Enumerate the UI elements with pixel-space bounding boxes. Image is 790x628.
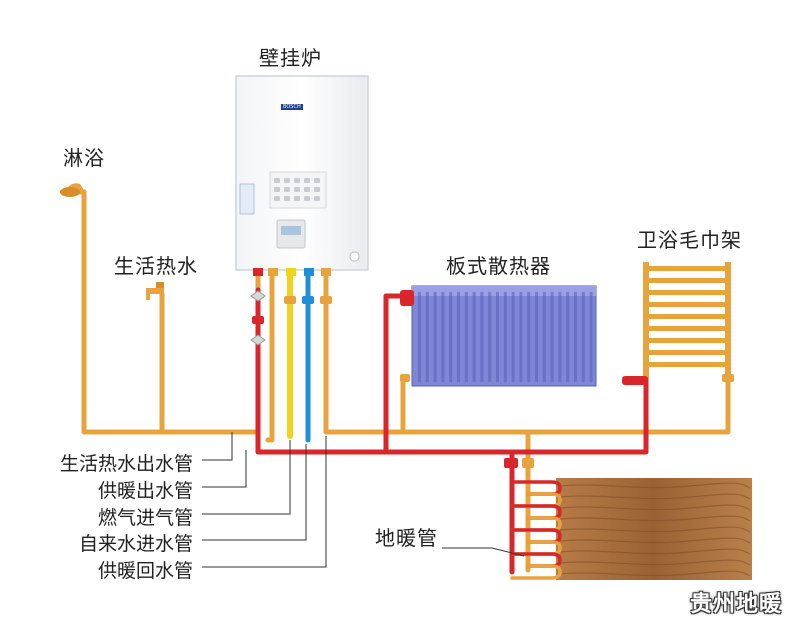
towel-rack-bar [646, 338, 728, 343]
keypad-key [294, 178, 300, 183]
keypad-key [314, 178, 320, 183]
radiator-fin [480, 292, 484, 382]
legend-hot-water-outlet: 生活热水出水管 [59, 453, 193, 475]
floor-heating-label: 地暖管 [375, 526, 438, 550]
keypad-key [314, 187, 320, 192]
radiator-label: 板式散热器 [446, 254, 551, 278]
radiator-fin [457, 292, 460, 382]
hot-water-label: 生活热水 [114, 254, 198, 278]
floor-heating-coil [510, 564, 562, 580]
wood-grain-line [559, 515, 751, 522]
wood-grain-line [559, 537, 751, 544]
floor-heating-coil [510, 480, 562, 496]
radiator-fin [581, 292, 585, 382]
legend-heating-return: 供暖回水管 [97, 560, 193, 582]
towel-rack-bar [646, 278, 728, 283]
radiator-fin [503, 292, 507, 382]
radiator-fin [558, 292, 562, 382]
radiator-fin [589, 292, 593, 382]
radiator-fin [433, 292, 437, 382]
keypad-key [274, 178, 280, 183]
keypad-key [284, 196, 290, 201]
keypad-key [274, 187, 280, 192]
boiler-label: 壁挂炉 [259, 46, 322, 70]
radiator-fin [511, 292, 515, 382]
radiator-fin [550, 292, 554, 382]
boiler-valves [250, 268, 332, 346]
radiator-fin [574, 292, 577, 382]
radiator-fin [527, 292, 531, 382]
towel-rack-bar [646, 314, 728, 319]
keypad-key [304, 196, 310, 201]
legend-gas-inlet: 燃气进气管 [97, 507, 193, 529]
pipes [75, 189, 731, 575]
radiator-fin [496, 292, 499, 382]
watermark: 贵州地暖 [689, 592, 782, 617]
wood-grain-line [559, 570, 751, 577]
radiator-fin [566, 292, 570, 382]
radiator-fin [418, 292, 421, 382]
wood-grain-line [559, 559, 751, 566]
radiator-fin [464, 292, 468, 382]
radiator-fin [441, 292, 445, 382]
radiator-fin [488, 292, 492, 382]
radiator-fin [472, 292, 476, 382]
towel-rack-bar [646, 290, 728, 295]
towel-rack-bar [646, 326, 728, 331]
panel-radiator [400, 285, 597, 387]
hot-water-pipe [81, 189, 261, 435]
floor-heating [504, 458, 752, 580]
towel-rack-bar [646, 350, 728, 355]
floor-heating-coil [510, 504, 562, 520]
legend-heating-supply: 供暖出水管 [97, 480, 193, 502]
floor-heating-coil [510, 528, 562, 544]
radiator-fin [535, 292, 538, 382]
floor-heating-coil [510, 492, 562, 508]
floor-heating-coil [510, 516, 562, 532]
shower-label: 淋浴 [63, 146, 105, 170]
shower-head-icon [60, 183, 84, 197]
floor-heating-coil [510, 540, 562, 556]
keypad-key [294, 196, 300, 201]
radiator-fin [542, 292, 546, 382]
keypad-key [274, 196, 280, 201]
towel-rack-bar [646, 302, 728, 307]
keypad-key [304, 187, 310, 192]
heating-return-pipe [255, 287, 649, 455]
towel-rack-label: 卫浴毛巾架 [637, 228, 742, 252]
wood-grain-line [559, 526, 751, 533]
heating-supply-pipe [265, 269, 275, 443]
keypad-key [304, 178, 310, 183]
heating-return-radiator [383, 293, 409, 455]
boiler-brand-logo: BOSCH [281, 104, 303, 110]
wood-grain-line [559, 548, 751, 555]
radiator-fin [519, 292, 523, 382]
keypad-key [294, 187, 300, 192]
legend-leaders [202, 432, 525, 568]
keypad-key [314, 196, 320, 201]
towel-rack-bar [646, 362, 728, 367]
faucet-icon [146, 282, 164, 300]
floor-heating-coil [510, 552, 562, 568]
radiator-fin [425, 292, 429, 382]
towel-rack [622, 262, 734, 385]
wood-grain-line [559, 493, 751, 500]
radiator-fin [449, 292, 453, 382]
legend-cold-water-inlet: 自来水进水管 [78, 533, 193, 555]
wood-grain-line [559, 482, 751, 489]
keypad-key [284, 178, 290, 183]
keypad-key [284, 187, 290, 192]
wood-grain-line [559, 504, 751, 511]
towel-rack-bar [646, 266, 728, 271]
